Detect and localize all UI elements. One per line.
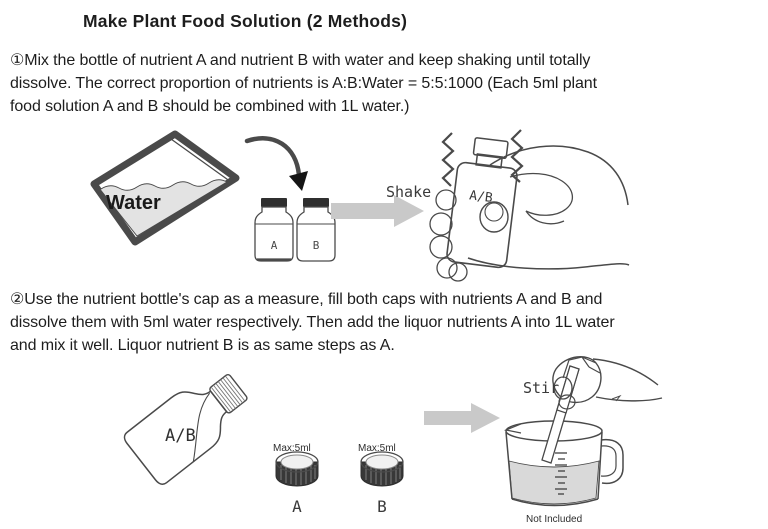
mixed-bottle-label: A/B (468, 188, 493, 206)
instruction-line: food solution A and B should be combined… (10, 98, 410, 115)
method1-instructions: ①Mix the bottle of nutrient A and nutrie… (10, 49, 597, 118)
mixed-bottle: A/B (446, 137, 518, 269)
liquid-fill (508, 460, 600, 505)
nutrient-bottle-a: A (254, 198, 294, 262)
method1-illustration: Water A B Shake (90, 129, 630, 282)
instruction-line: ①Mix the bottle of nutrient A and nutrie… (10, 52, 591, 69)
instruction-line: ②Use the nutrient bottle's cap as a meas… (10, 291, 603, 308)
instruction-line: and mix it well. Liquor nutrient B is as… (10, 337, 395, 354)
bottle-b-label: B (313, 239, 320, 252)
fingertip (558, 394, 576, 410)
shaking-hand: A/B (429, 129, 630, 282)
step-arrow-icon (331, 195, 424, 227)
water-glass: Water (90, 130, 240, 246)
cap-b-label: B (377, 497, 387, 516)
thumbnail (484, 202, 504, 222)
not-included-label: Not Included (526, 514, 582, 525)
handle (600, 438, 624, 485)
scale-ticks (555, 452, 567, 495)
water-fill (98, 179, 228, 237)
cap-b-max-label: Max:5ml (358, 443, 396, 454)
stir-label: Stir (523, 379, 559, 397)
shake-label: Shake (386, 183, 431, 201)
pour-arrow-icon (244, 136, 308, 191)
shake-marks-right-icon (510, 129, 524, 183)
cap-a-label: A (292, 497, 302, 516)
water-label: Water (106, 192, 161, 214)
nutrient-bottle-b: B (296, 198, 336, 262)
cap-a-max-label: Max:5ml (273, 443, 311, 454)
instruction-line: dissolve them with 5ml water respectivel… (10, 314, 615, 331)
method2-instructions: ②Use the nutrient bottle's cap as a meas… (10, 288, 615, 357)
spout (503, 423, 522, 434)
page-title: Make Plant Food Solution (2 Methods) (83, 11, 408, 31)
cap-a: Max:5ml A (273, 443, 319, 516)
nutrient-bottle-ab (123, 373, 248, 485)
step-arrow-icon (424, 403, 500, 433)
method2-illustration: A/B Max:5ml A Max:5ml B (123, 356, 663, 525)
thumb (479, 201, 509, 233)
bottle-a-label: A (271, 239, 278, 252)
cap-b: Max:5ml B (358, 443, 404, 516)
instruction-line: dissolve. The correct proportion of nutr… (10, 75, 597, 92)
shake-marks-left-icon (441, 132, 455, 187)
bottle-ab-label: A/B (165, 426, 196, 446)
stirring-hand (552, 356, 663, 414)
